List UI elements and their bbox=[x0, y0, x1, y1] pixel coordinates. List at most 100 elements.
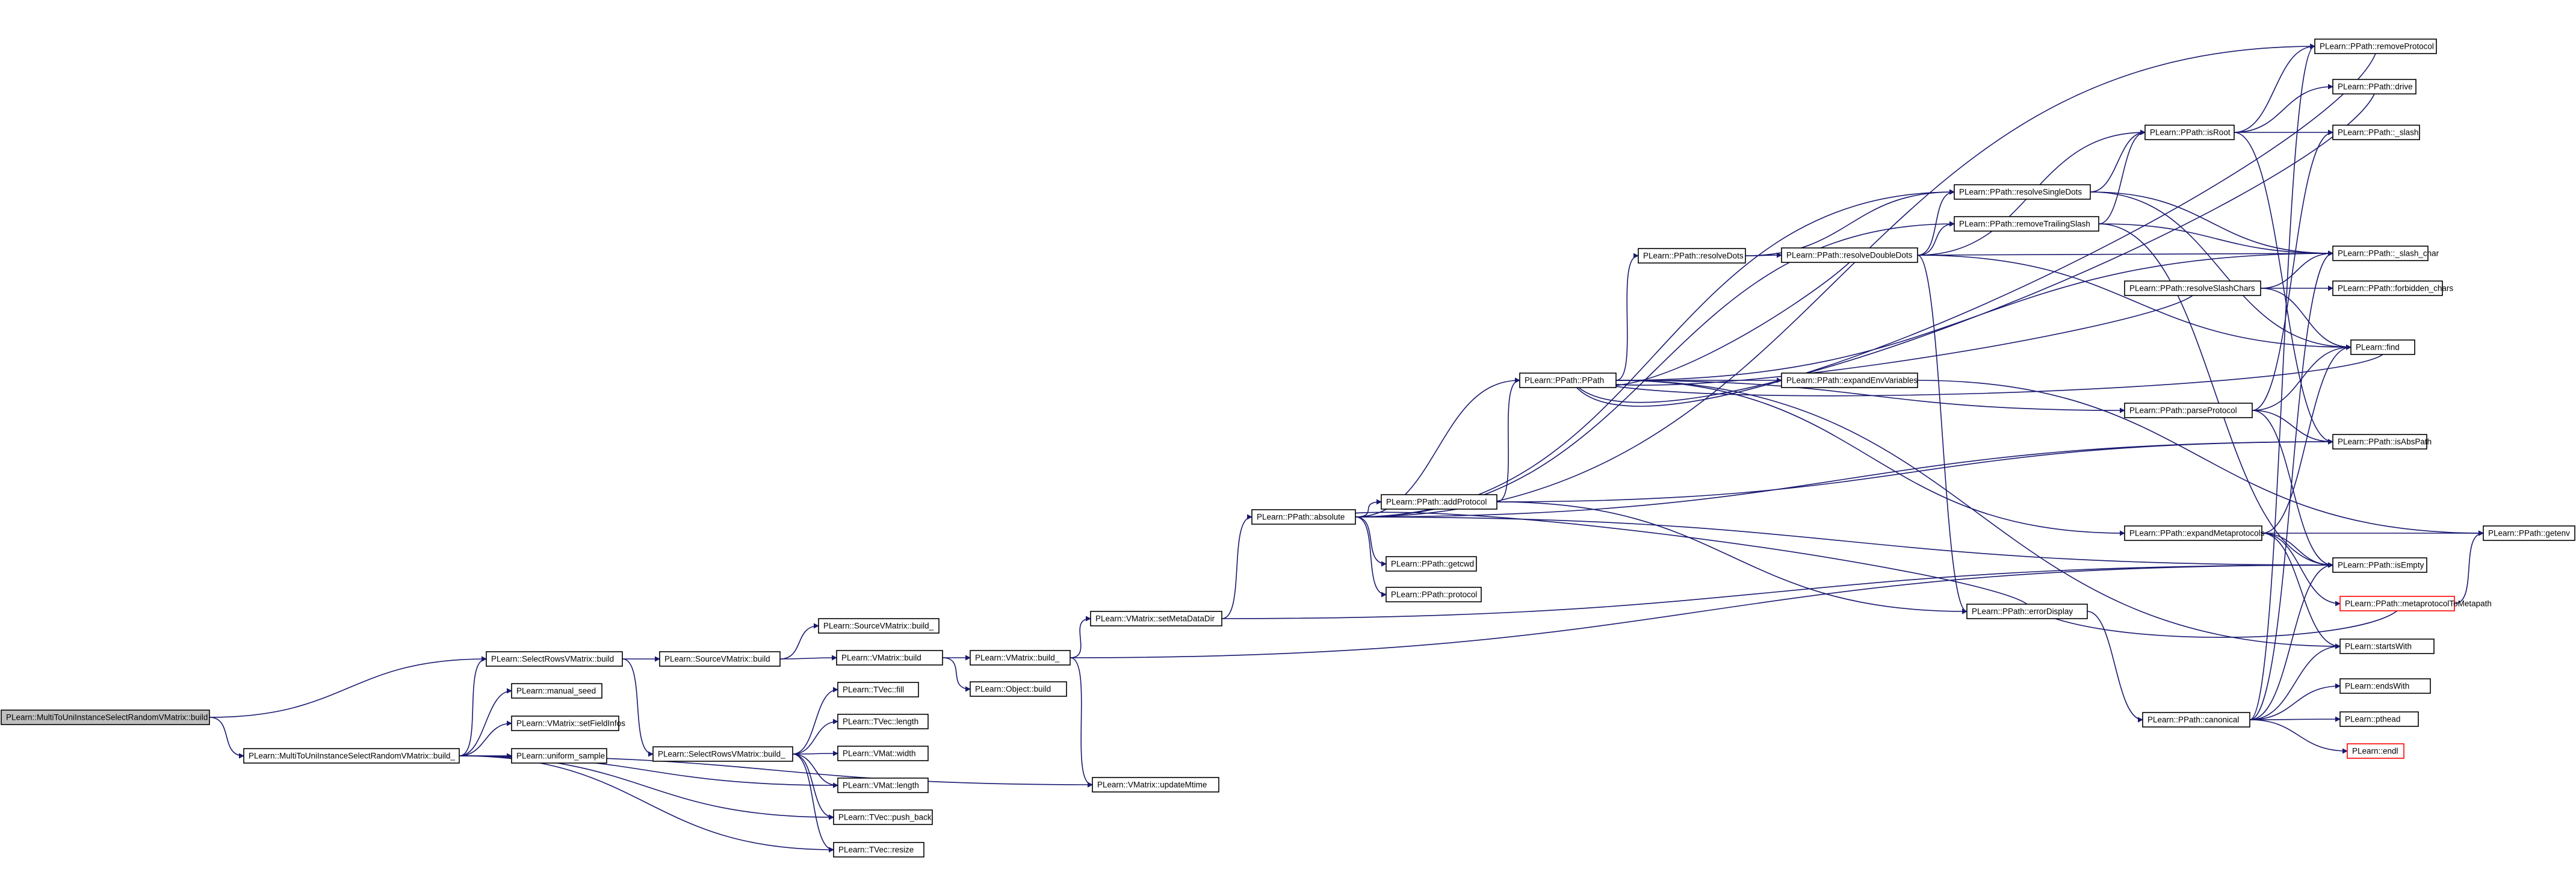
node-box bbox=[1, 710, 210, 725]
node-box bbox=[837, 746, 929, 761]
node-label: PLearn::SelectRowsVMatrix::build_ bbox=[658, 750, 785, 759]
node-expandenvvariables[interactable]: PLearn::PPath::expandEnvVariables bbox=[1781, 373, 1918, 388]
edge-resolvesingledots-to-find bbox=[2090, 191, 2352, 350]
node-label: PLearn::SourceVMatrix::build_ bbox=[823, 622, 934, 631]
node-mtuis-build-[interactable]: PLearn::MultiToUniInstanceSelectRandomVM… bbox=[243, 748, 460, 764]
node-tvec-length[interactable]: PLearn::TVec::length bbox=[837, 714, 929, 729]
node-startswith[interactable]: PLearn::startsWith bbox=[2339, 638, 2435, 654]
edge-ppath-to-startswith bbox=[1615, 380, 2341, 649]
node-errordisplay[interactable]: PLearn::PPath::errorDisplay bbox=[1966, 604, 2088, 619]
node-updatemtime[interactable]: PLearn::VMatrix::updateMtime bbox=[1092, 777, 1219, 793]
node-srvm-build-[interactable]: PLearn::SelectRowsVMatrix::build_ bbox=[652, 746, 793, 762]
edge-resolvedoubledots-to-slash-char bbox=[1917, 250, 2333, 256]
node-box bbox=[511, 716, 619, 731]
node-canonical[interactable]: PLearn::PPath::canonical bbox=[2142, 712, 2250, 728]
node-protocol[interactable]: PLearn::PPath::protocol bbox=[1386, 587, 1482, 602]
node-getcwd[interactable]: PLearn::PPath::getcwd bbox=[1386, 556, 1477, 572]
edge-resolveslashchars-to-slash-char bbox=[2260, 250, 2333, 289]
edge-mtuis-build--to-tvec-push-back bbox=[459, 755, 834, 820]
edge-setmetadatadir-to-isempty bbox=[1221, 562, 2333, 619]
node-label: PLearn::PPath::expandEnvVariables bbox=[1786, 376, 1918, 385]
node-box bbox=[2339, 678, 2431, 694]
node-label: PLearn::PPath::protocol bbox=[1391, 590, 1477, 599]
node-tvec-resize[interactable]: PLearn::TVec::resize bbox=[833, 842, 924, 858]
node-expandmetaprotocols[interactable]: PLearn::PPath::expandMetaprotocols bbox=[2124, 525, 2265, 541]
edge-drive-to-ppath bbox=[1567, 93, 2375, 403]
edge-errordisplay-to-canonical bbox=[2087, 611, 2143, 723]
function-nodes: PLearn::MultiToUniInstanceSelectRandomVM… bbox=[1, 39, 2575, 858]
node-box bbox=[2332, 79, 2417, 94]
node-resolvesingledots[interactable]: PLearn::PPath::resolveSingleDots bbox=[1954, 184, 2091, 200]
node-tvec-fill[interactable]: PLearn::TVec::fill bbox=[837, 682, 919, 697]
node-label: PLearn::PPath::metaprotocolToMetapath bbox=[2345, 599, 2492, 608]
node-srvm-build[interactable]: PLearn::SelectRowsVMatrix::build bbox=[486, 651, 623, 667]
node-label: PLearn::PPath::getenv bbox=[2488, 529, 2570, 538]
node-vmatrix-build[interactable]: PLearn::VMatrix::build bbox=[836, 650, 943, 666]
node-getenv[interactable]: PLearn::PPath::getenv bbox=[2483, 525, 2575, 541]
node-slash[interactable]: PLearn::PPath::_slash bbox=[2332, 125, 2420, 140]
edge-expandmetaprotocols-to-metaprotocoltometapath bbox=[2261, 533, 2341, 607]
node-box bbox=[1781, 247, 1918, 263]
node-resolveslashchars[interactable]: PLearn::PPath::resolveSlashChars bbox=[2124, 280, 2261, 296]
node-srcvm-build-[interactable]: PLearn::SourceVMatrix::build_ bbox=[818, 618, 940, 634]
node-absolute[interactable]: PLearn::PPath::absolute bbox=[1251, 509, 1356, 525]
node-parseprotocol[interactable]: PLearn::PPath::parseProtocol bbox=[2124, 403, 2253, 418]
node-label: PLearn::pthead bbox=[2345, 715, 2400, 724]
node-box bbox=[2332, 125, 2420, 140]
node-label: PLearn::MultiToUniInstanceSelectRandomVM… bbox=[249, 752, 455, 761]
node-metaprotocoltometapath[interactable]: PLearn::PPath::metaprotocolToMetapath bbox=[2339, 596, 2492, 611]
node-box bbox=[2339, 596, 2455, 611]
node-drive[interactable]: PLearn::PPath::drive bbox=[2332, 79, 2417, 94]
node-addprotocol[interactable]: PLearn::PPath::addProtocol bbox=[1381, 494, 1497, 510]
node-vmatrix-build-[interactable]: PLearn::VMatrix::build_ bbox=[970, 650, 1071, 666]
node-ppath[interactable]: PLearn::PPath::PPath bbox=[1519, 373, 1617, 388]
node-box bbox=[1519, 373, 1617, 388]
node-setfieldinfos[interactable]: PLearn::VMatrix::setFieldInfos bbox=[511, 716, 625, 731]
node-endswith[interactable]: PLearn::endsWith bbox=[2339, 678, 2431, 694]
node-isroot[interactable]: PLearn::PPath::isRoot bbox=[2144, 125, 2235, 140]
edge-canonical-to-removeprotocol bbox=[2249, 43, 2315, 720]
edge-resolvedoubledots-to-removetrailingslash bbox=[1917, 221, 1955, 256]
node-forbidden-chars[interactable]: PLearn::PPath::forbidden_chars bbox=[2332, 280, 2453, 296]
node-resolvedots[interactable]: PLearn::PPath::resolveDots bbox=[1638, 248, 1746, 264]
node-vmat-width[interactable]: PLearn::VMat::width bbox=[837, 746, 929, 761]
node-slash-char[interactable]: PLearn::PPath::_slash_char bbox=[2332, 246, 2439, 261]
node-label: PLearn::PPath::removeProtocol bbox=[2320, 42, 2434, 51]
edge-parseprotocol-to-isabspath bbox=[2252, 410, 2333, 445]
call-edges bbox=[209, 43, 2484, 853]
node-setmetadatadir[interactable]: PLearn::VMatrix::setMetaDataDir bbox=[1090, 611, 1222, 626]
node-tvec-push-back[interactable]: PLearn::TVec::push_back bbox=[833, 809, 933, 825]
node-find[interactable]: PLearn::find bbox=[2350, 339, 2415, 355]
edge-srvm-build-to-srvm-build- bbox=[622, 658, 654, 757]
node-label: PLearn::PPath::resolveDots bbox=[1643, 252, 1744, 261]
node-uniform-sample[interactable]: PLearn::uniform_sample bbox=[511, 748, 607, 764]
node-pthead[interactable]: PLearn::pthead bbox=[2339, 711, 2419, 727]
node-label: PLearn::manual_seed bbox=[516, 687, 596, 696]
node-object-build[interactable]: PLearn::Object::build bbox=[970, 681, 1067, 697]
edge-find-to-ppath bbox=[1567, 354, 2383, 397]
node-label: PLearn::SelectRowsVMatrix::build bbox=[491, 655, 614, 664]
node-endl[interactable]: PLearn::endl bbox=[2347, 743, 2404, 759]
node-removetrailingslash[interactable]: PLearn::PPath::removeTrailingSlash bbox=[1954, 216, 2099, 232]
node-manual-seed[interactable]: PLearn::manual_seed bbox=[511, 683, 602, 699]
node-label: PLearn::PPath::drive bbox=[2338, 82, 2413, 91]
node-vmat-length[interactable]: PLearn::VMat::length bbox=[837, 778, 929, 793]
node-box bbox=[2142, 712, 2250, 728]
node-isabspath[interactable]: PLearn::PPath::isAbsPath bbox=[2332, 434, 2432, 450]
node-srcvm-build[interactable]: PLearn::SourceVMatrix::build bbox=[659, 651, 781, 667]
node-label: PLearn::TVec::fill bbox=[843, 685, 904, 694]
node-isempty[interactable]: PLearn::PPath::isEmpty bbox=[2332, 557, 2427, 573]
node-box bbox=[1781, 373, 1918, 388]
node-resolvedoubledots[interactable]: PLearn::PPath::resolveDoubleDots bbox=[1781, 247, 1918, 263]
node-label: PLearn::VMatrix::updateMtime bbox=[1097, 781, 1207, 790]
node-label: PLearn::PPath::isAbsPath bbox=[2338, 437, 2432, 447]
edge-absolute-to-removetrailingslash bbox=[1355, 221, 1955, 518]
node-label: PLearn::PPath::isRoot bbox=[2150, 128, 2231, 137]
node-label: PLearn::VMatrix::setFieldInfos bbox=[516, 719, 625, 728]
node-removeprotocol[interactable]: PLearn::PPath::removeProtocol bbox=[2314, 39, 2437, 54]
node-box bbox=[2332, 557, 2427, 573]
node-label: PLearn::VMatrix::build_ bbox=[975, 654, 1060, 663]
node-mtuis-build[interactable]: PLearn::MultiToUniInstanceSelectRandomVM… bbox=[1, 710, 210, 725]
node-label: PLearn::endl bbox=[2352, 747, 2398, 756]
